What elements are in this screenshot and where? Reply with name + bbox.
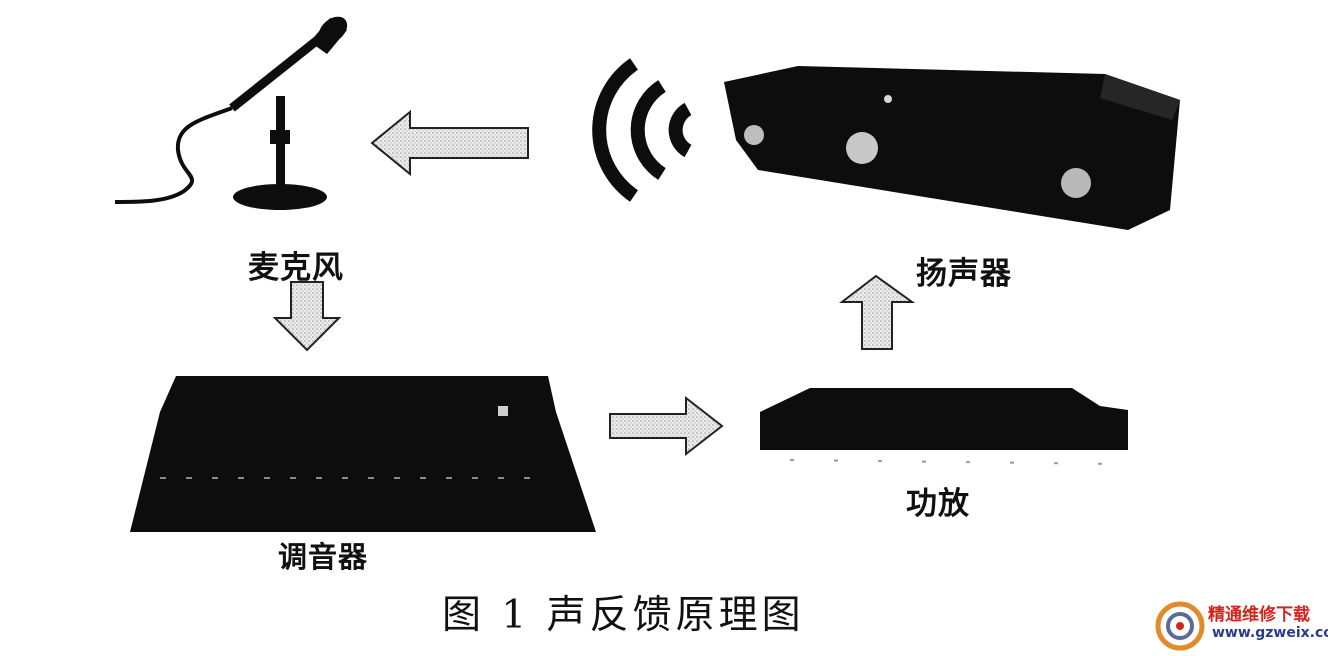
arrow-left	[370, 109, 529, 177]
watermark: 精通维修下载 www.gzweix.com	[1152, 596, 1328, 654]
microphone-label: 麦克风	[248, 250, 344, 286]
figure-caption: 图 1 声反馈原理图	[442, 593, 805, 638]
speaker-icon	[724, 66, 1180, 230]
arrow-up	[839, 274, 916, 350]
arrow-down	[272, 281, 342, 352]
arrow-right	[609, 395, 724, 457]
mixer-label: 调音器	[278, 540, 369, 574]
watermark-title: 精通维修下载	[1208, 605, 1310, 625]
microphone-icon	[114, 16, 348, 210]
speaker-label: 扬声器	[916, 256, 1012, 292]
mixer-icon	[130, 376, 596, 532]
amplifier-icon	[760, 388, 1128, 465]
amplifier-label: 功放	[906, 486, 970, 522]
watermark-url: www.gzweix.com	[1212, 625, 1328, 641]
watermark-logo-icon	[1155, 601, 1205, 651]
sound-wave-icon	[592, 58, 692, 202]
